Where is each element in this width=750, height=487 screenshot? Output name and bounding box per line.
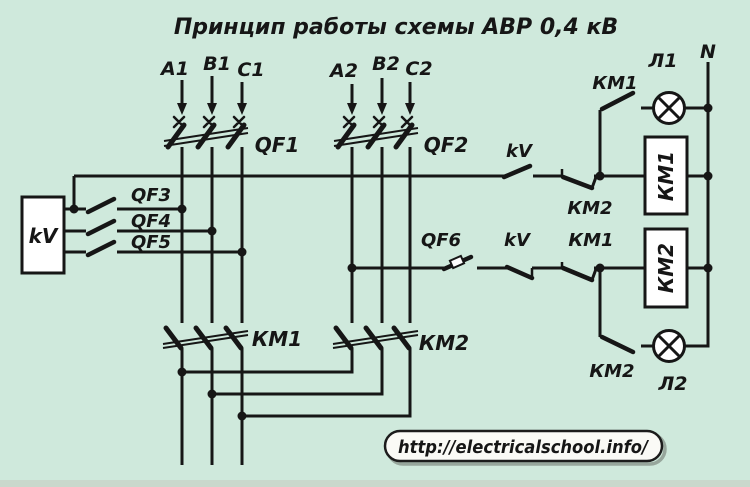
km1-lamp-contact-blade: [599, 90, 636, 112]
phase-b1-label: B1: [203, 53, 231, 75]
arrow-down-icon: [237, 103, 247, 115]
arrow-down-icon: [177, 103, 187, 115]
phase-c1-label: C1: [237, 59, 264, 81]
lamp-l1-label: Л1: [647, 50, 677, 72]
km1-coil-label: КМ1: [654, 151, 678, 201]
phase-a1-label: A1: [159, 58, 189, 80]
lamp-l2-cross: [656, 333, 682, 359]
page-title: Принцип работы схемы АВР 0,4 кВ: [174, 15, 618, 40]
kv-meter-box: [20, 195, 66, 275]
km1-contactor-linkage: [162, 330, 249, 349]
lamp-l2-label: Л2: [657, 373, 687, 395]
watermark-url: http://electricalschool.info/: [398, 437, 649, 458]
km2-nc-contact-hook: [590, 176, 598, 189]
arrow-down-icon: [405, 103, 415, 115]
phase-c2-label: C2: [405, 58, 432, 80]
km1-control-wires: [74, 106, 708, 178]
qf6-label: QF6: [421, 230, 461, 251]
qf3-label: QF3: [131, 185, 171, 206]
km2-contactor-linkage: [332, 330, 419, 349]
qf345-blades: [85, 196, 117, 258]
km1-nc-contact-blade: [560, 265, 595, 283]
km1-coil-box: [643, 135, 689, 216]
phase-a2-label: A2: [328, 60, 358, 82]
feeder2-drop-wires: [350, 78, 412, 104]
qf2-label: QF2: [424, 133, 469, 157]
arrow-down-icon: [207, 103, 217, 115]
kv-no-contact-bottom: [504, 264, 535, 281]
qf5-label: QF5: [131, 232, 171, 253]
kv-no-contact-top: [501, 163, 533, 180]
km2-lamp-contact-label: КМ2: [589, 361, 634, 382]
neutral-line: N: [685, 41, 716, 348]
junction-dot: [207, 226, 217, 236]
km1-nc-contact-hook: [590, 268, 598, 281]
km2-control-circuit: QF6 kV КМ1 КМ2 Л2 КМ2: [347, 227, 713, 395]
kv-contact-top-label: kV: [506, 141, 534, 162]
phase-b2-label: B2: [372, 53, 400, 75]
contact-cross-icons: [342, 115, 414, 129]
watermark-badge: http://electricalschool.info/: [383, 429, 667, 466]
km2-nc-contact-label: КМ2: [567, 198, 612, 219]
km2-nc-contact-blade: [560, 174, 595, 191]
qf6-breaker-mark: [448, 254, 466, 270]
qf1-label: QF1: [255, 133, 300, 157]
qf1-linkage: [163, 127, 249, 147]
feeder2-input: A2 B2 C2: [328, 53, 433, 129]
feeder1-drop-wires: [180, 76, 244, 104]
voltage-relay-block: kV QF3 QF4 QF5: [20, 176, 247, 275]
neutral-label: N: [700, 41, 716, 63]
junction-dot: [595, 263, 605, 273]
km2-lamp-contact-blade: [599, 334, 636, 355]
km1-nc-contact-label: КМ1: [568, 230, 613, 251]
watermark-pill: [383, 429, 664, 463]
km2-control-wires: [352, 266, 708, 348]
junction-dot: [595, 171, 605, 181]
contact-cross-icons: [172, 115, 246, 129]
qf4-label: QF4: [131, 211, 171, 232]
km1-output-wires: [180, 348, 244, 465]
feeder1-input: A1 B1 C1: [159, 53, 265, 129]
km2-coil-box: [643, 227, 689, 309]
neutral-wire: [685, 62, 710, 348]
junction-dot: [177, 204, 187, 214]
junction-dot: [69, 204, 79, 214]
arrow-down-icon: [377, 103, 387, 115]
km1-contactor-label: КМ1: [252, 327, 302, 351]
arrow-down-icon: [347, 103, 357, 115]
junction-dot: [347, 263, 357, 273]
km1-lamp-contact-label: КМ1: [592, 73, 637, 94]
qf2-linkage: [333, 127, 419, 147]
km1-contactor: КМ1: [162, 325, 302, 465]
km2-coil-label: КМ2: [654, 243, 678, 293]
km2-contactor-label: КМ2: [419, 331, 469, 355]
feeder2-bus-wires: [350, 147, 412, 323]
kv-meter-label: kV: [29, 224, 59, 248]
km1-control-circuit: kV КМ2 КМ1 Л1 КМ1: [74, 50, 713, 219]
bottom-edge-band: [0, 480, 750, 487]
km2-output-bus-wires: [182, 348, 412, 418]
lamp-l1-cross: [656, 95, 682, 121]
qf2-breaker: QF2: [333, 122, 469, 157]
qf1-breaker: QF1: [163, 122, 300, 157]
km2-contactor: КМ2: [182, 325, 469, 418]
kv-contact-bottom-label: kV: [504, 230, 532, 251]
junction-dot: [237, 247, 247, 257]
